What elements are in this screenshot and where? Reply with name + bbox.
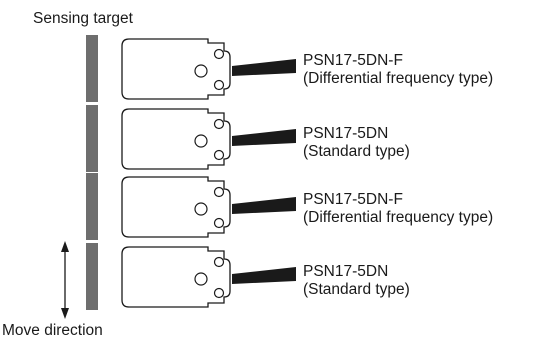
sensor-label-2: PSN17-5DN (Standard type): [303, 125, 410, 161]
sensor-label-1: PSN17-5DN-F (Differential frequency type…: [303, 52, 493, 88]
sensor-type: (Standard type): [303, 281, 410, 298]
move-direction-label: Move direction: [2, 322, 103, 339]
sensor-housing: [121, 176, 231, 238]
sensing-target-label: Sensing target: [33, 10, 133, 27]
sensor-cable: [232, 59, 296, 76]
sensing-face-circle: [194, 134, 208, 148]
proximity-sensor: [121, 246, 296, 308]
sensor-label-4: PSN17-5DN (Standard type): [303, 263, 410, 299]
sensor-housing: [121, 38, 231, 100]
sensing-face-circle: [194, 202, 208, 216]
sensing-target-bar: [86, 105, 98, 172]
mounting-hole: [213, 287, 225, 299]
sensor-type: (Differential frequency type): [303, 70, 494, 87]
proximity-sensor: [121, 108, 296, 170]
sensor-type: (Differential frequency type): [303, 209, 494, 226]
mounting-hole: [213, 149, 225, 161]
sensor-model: PSN17-5DN-F: [303, 191, 403, 208]
sensor-cable: [232, 129, 296, 146]
mounting-hole: [213, 217, 225, 229]
sensing-target-bar: [86, 173, 98, 240]
sensor-type: (Standard type): [303, 143, 410, 160]
sensor-housing: [121, 246, 231, 308]
sensor-housing: [121, 108, 231, 170]
mounting-hole: [213, 256, 225, 268]
sensing-target-bar: [86, 35, 98, 102]
sensor-model: PSN17-5DN: [303, 125, 389, 142]
proximity-sensor: [121, 38, 296, 100]
sensing-face-circle: [194, 272, 208, 286]
proximity-sensor: [121, 176, 296, 238]
sensing-face-circle: [194, 64, 208, 78]
sensor-model: PSN17-5DN: [303, 263, 389, 280]
mounting-hole: [213, 186, 225, 198]
sensor-model: PSN17-5DN-F: [303, 52, 403, 69]
move-direction-arrow: [61, 241, 69, 319]
mounting-hole: [213, 79, 225, 91]
mounting-hole: [213, 48, 225, 60]
sensing-target-bar: [86, 243, 98, 310]
sensor-cable: [232, 267, 296, 284]
sensor-cable: [232, 197, 296, 214]
sensor-label-3: PSN17-5DN-F (Differential frequency type…: [303, 191, 493, 227]
mounting-hole: [213, 118, 225, 130]
